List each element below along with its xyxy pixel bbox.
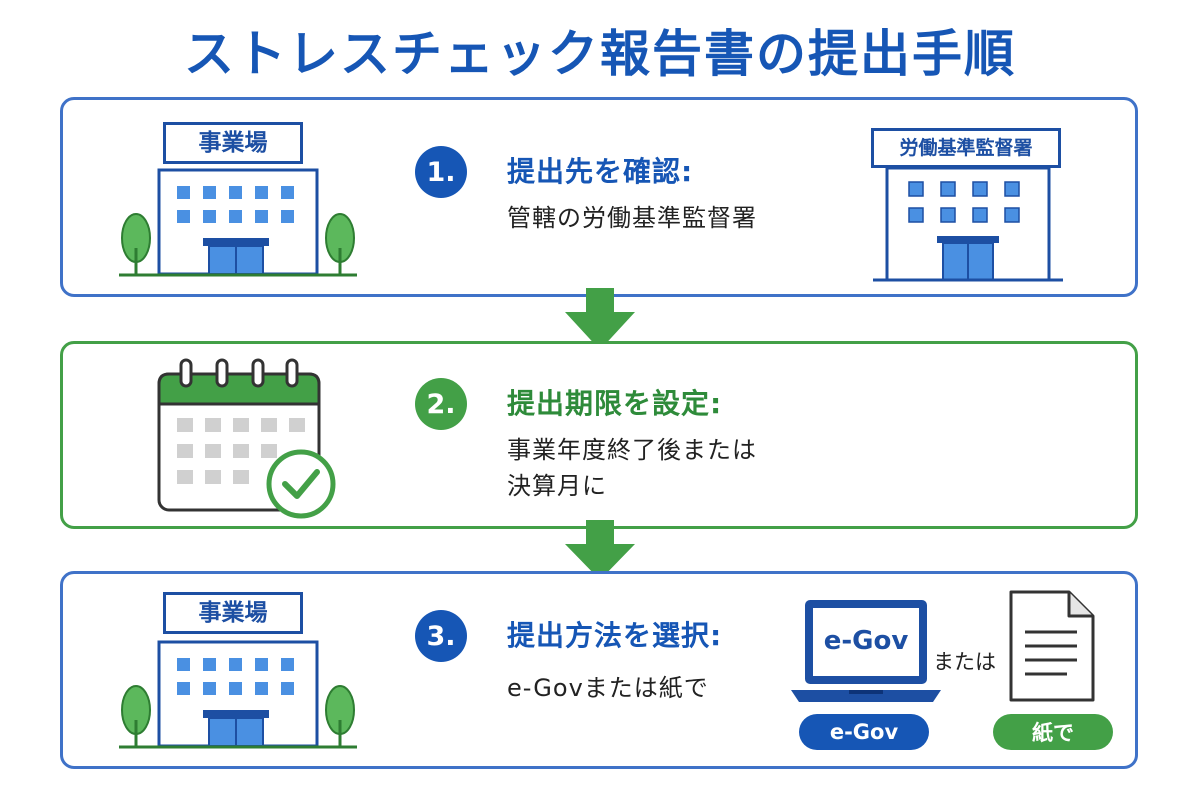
- step-1-number: 1.: [415, 146, 467, 198]
- calendar-check-icon: [157, 358, 336, 519]
- or-connector: または: [933, 650, 996, 674]
- step-3-number: 3.: [415, 610, 467, 662]
- step-1-description: 管轄の労働基準監督署: [507, 204, 757, 232]
- tree-icon: [325, 685, 355, 746]
- step-1-panel: 事業場 1. 提出先を確認: 管轄の労働基準監督署 労働基準監督署: [60, 97, 1138, 297]
- laptop-screen-text: e-Gov: [823, 626, 909, 656]
- step-3-panel: 事業場 3. 提出方法を選択: e-Govまたは紙で e-Gov または e-G…: [60, 571, 1138, 769]
- step-2-description-line-2: 決算月に: [507, 472, 607, 500]
- step-2-title: 提出期限を設定:: [507, 387, 723, 420]
- step-2-number: 2.: [415, 378, 467, 430]
- paper-option-button[interactable]: 紙で: [993, 714, 1113, 750]
- labor-office-sign: 労働基準監督署: [871, 128, 1061, 168]
- tree-icon: [121, 213, 151, 274]
- office-building-icon: [119, 168, 357, 277]
- down-arrow-icon: [565, 520, 635, 580]
- page-title: ストレスチェック報告書の提出手順: [184, 25, 1016, 83]
- labor-office-building-icon: [873, 166, 1063, 282]
- egov-option-button[interactable]: e-Gov: [799, 714, 929, 750]
- step-2-panel: 2. 提出期限を設定: 事業年度終了後または 決算月に: [60, 341, 1138, 529]
- tree-icon: [121, 685, 151, 746]
- document-icon: [1009, 590, 1095, 702]
- office-sign: 事業場: [163, 592, 303, 634]
- office-sign: 事業場: [163, 122, 303, 164]
- laptop-icon: [791, 600, 941, 702]
- tree-icon: [325, 213, 355, 274]
- step-3-description: e-Govまたは紙で: [507, 674, 709, 702]
- step-1-title: 提出先を確認:: [507, 155, 694, 188]
- office-building-icon: [119, 640, 357, 749]
- down-arrow-icon: [565, 288, 635, 350]
- step-2-description-line-1: 事業年度終了後または: [507, 436, 757, 464]
- step-3-title: 提出方法を選択:: [507, 619, 723, 652]
